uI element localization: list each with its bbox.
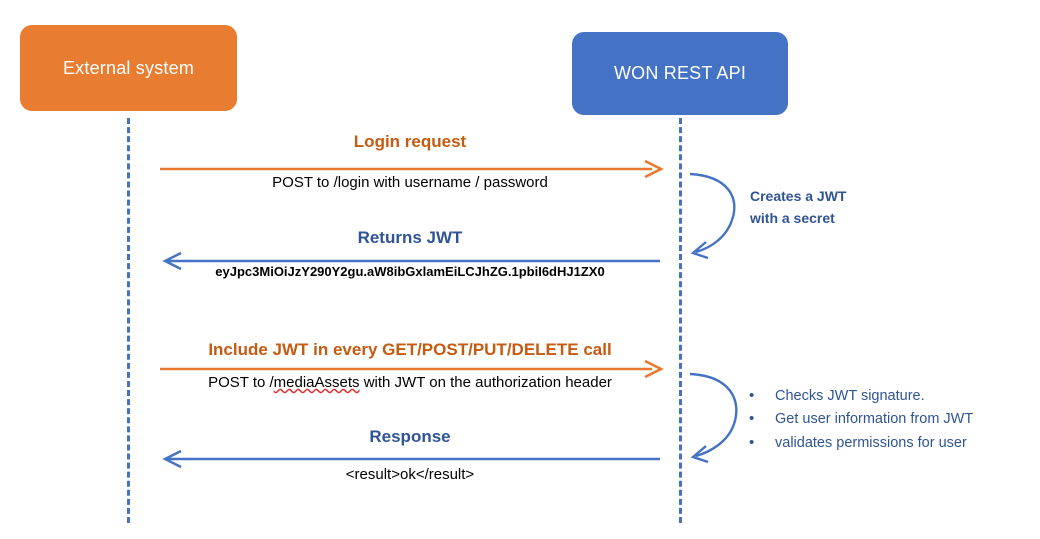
list-item: Get user information from JWT — [745, 407, 973, 432]
self-action-creates-jwt-line-1: Creates a JWT — [750, 188, 847, 204]
self-action-validates-jwt-bullet-list: Checks JWT signature. Get user informati… — [745, 384, 973, 456]
participant-external-system: External system — [20, 25, 237, 111]
message-include-jwt-subtitle-before: POST to / — [208, 374, 274, 391]
message-login-request-title: Login request — [353, 132, 467, 151]
self-action-creates-jwt-arrow-icon — [689, 172, 736, 260]
self-action-validates-jwt-arrow-icon — [689, 372, 738, 464]
message-returns-jwt-token: eyJpc3MiOiJzY290Y2gu.aW8ibGxlamEiLCJhZG.… — [215, 264, 605, 279]
self-action-creates-jwt-line-2: with a secret — [750, 209, 835, 226]
message-include-jwt-subtitle-misspelled: mediaAssets — [273, 374, 360, 391]
list-item: Checks JWT signature. — [745, 384, 973, 409]
lifeline-external-system — [127, 118, 130, 523]
message-response-title: Response — [369, 427, 451, 446]
list-item: validates permissions for user — [745, 431, 973, 456]
participant-won-rest-api: WON REST API — [572, 32, 788, 115]
message-include-jwt-title: Include JWT in every GET/POST/PUT/DELETE… — [208, 340, 612, 359]
message-returns-jwt-title: Returns JWT — [357, 228, 463, 247]
message-response-subtitle: <result>ok</result> — [345, 466, 475, 483]
message-include-jwt-subtitle-after: with JWT on the authorization header — [359, 374, 612, 391]
participant-won-rest-api-label: WON REST API — [613, 63, 747, 83]
message-include-jwt-subtitle: POST to /mediaAssets with JWT on the aut… — [160, 374, 660, 391]
participant-external-system-label: External system — [62, 57, 195, 78]
message-login-request-subtitle: POST to /login with username / password — [272, 174, 548, 191]
self-action-creates-jwt-note: Creates a JWT with a secret — [750, 186, 846, 229]
lifeline-won-rest-api — [679, 118, 682, 523]
